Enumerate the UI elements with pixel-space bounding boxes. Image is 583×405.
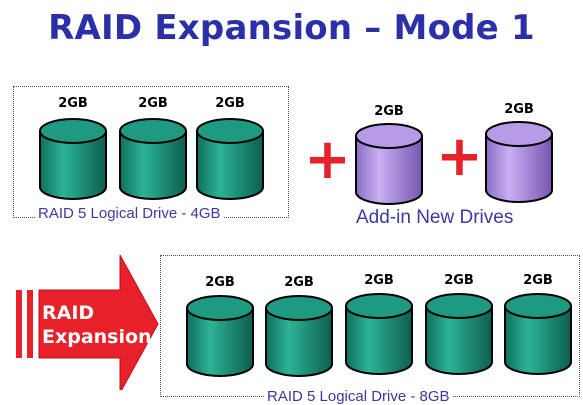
top-group-label: RAID 5 Logical Drive - 4GB	[35, 205, 224, 222]
bottom-group-label: RAID 5 Logical Drive - 8GB	[264, 388, 453, 405]
existing-drive-icon	[196, 118, 264, 200]
arrow-label-line-1: RAID	[42, 302, 95, 324]
existing-drive-icon	[119, 118, 187, 200]
drive-capacity-label: 2GB	[374, 104, 404, 119]
drive-capacity-label: 2GB	[58, 96, 88, 111]
drive-capacity-label: 2GB	[504, 102, 534, 117]
drive-capacity-label: 2GB	[523, 273, 553, 288]
drive-capacity-label: 2GB	[205, 275, 235, 290]
expanded-drive-icon	[265, 295, 333, 377]
expanded-drive-icon	[345, 293, 413, 375]
existing-drive-icon	[39, 118, 107, 200]
expanded-drive-icon	[186, 295, 254, 377]
page-title: RAID Expansion – Mode 1	[48, 8, 535, 48]
drive-capacity-label: 2GB	[284, 275, 314, 290]
arrow-label-line-2: Expansion	[42, 326, 152, 348]
drive-capacity-label: 2GB	[444, 273, 474, 288]
new-drive-icon	[485, 121, 553, 203]
expanded-drive-icon	[425, 293, 493, 375]
plus-icon: +	[304, 127, 351, 192]
expanded-drive-icon	[504, 293, 572, 375]
new-drive-icon	[355, 123, 423, 205]
plus-icon: +	[436, 124, 483, 189]
drive-capacity-label: 2GB	[364, 273, 394, 288]
drive-capacity-label: 2GB	[138, 96, 168, 111]
drive-capacity-label: 2GB	[215, 96, 245, 111]
new-drives-label: Add-in New Drives	[356, 207, 514, 228]
expansion-arrow-icon	[16, 254, 159, 390]
